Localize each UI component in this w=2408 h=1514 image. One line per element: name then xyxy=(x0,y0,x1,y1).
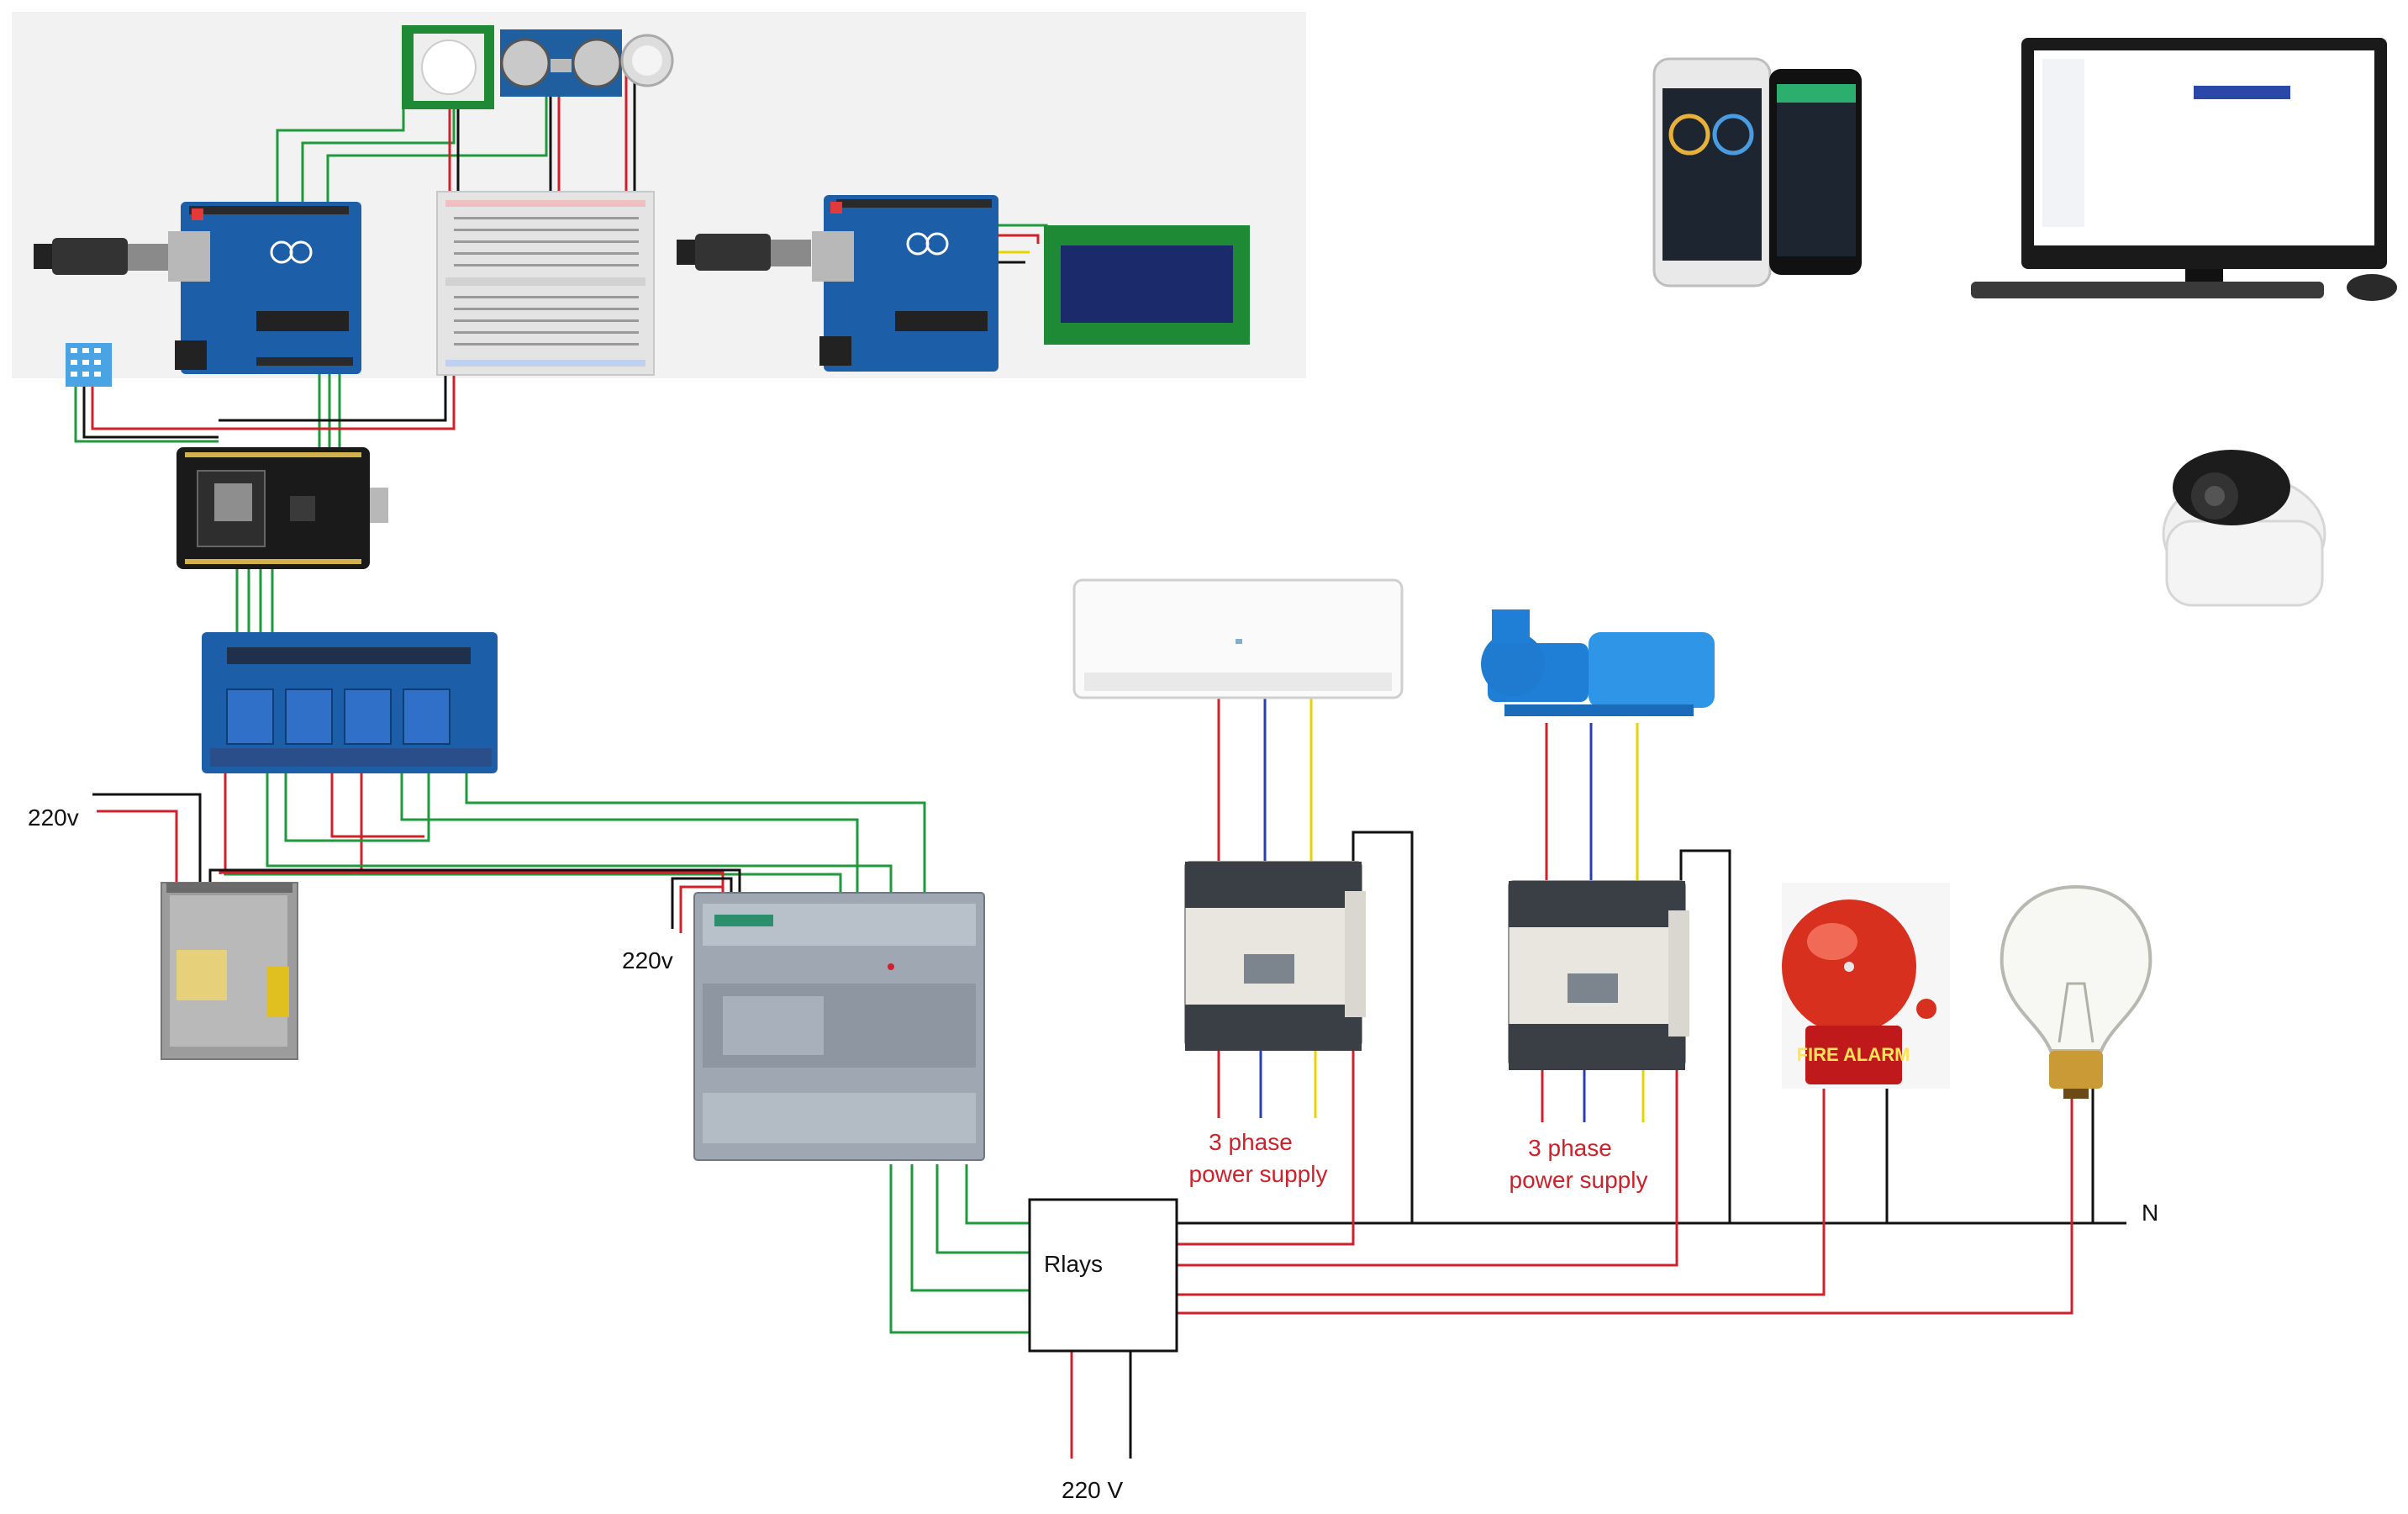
pir-sensor xyxy=(402,25,494,109)
water-pump xyxy=(1481,609,1715,716)
label-neutral: N xyxy=(2142,1200,2158,1226)
usb-cable-left xyxy=(34,238,168,275)
relays-box xyxy=(1028,1198,1178,1353)
label-pump-supply-line2: power supply xyxy=(1510,1167,1648,1193)
arduino-uno-left xyxy=(168,202,361,374)
flame-sensor xyxy=(620,34,674,87)
smartphones xyxy=(1652,57,1862,288)
label-220v-plc: 220v xyxy=(622,947,673,973)
ultrasonic-sensor xyxy=(500,29,622,97)
wiring-loads xyxy=(1177,698,2126,1315)
label-pump-supply-line1: 3 phase xyxy=(1528,1135,1612,1161)
relay-module-4ch xyxy=(202,632,498,773)
lcd-display xyxy=(1044,225,1250,345)
air-conditioner xyxy=(1072,578,1404,699)
usb-cable-right xyxy=(677,234,811,271)
fire-alarm-bell xyxy=(1782,883,1950,1089)
nodemcu-board xyxy=(177,447,388,569)
power-supply-unit xyxy=(161,882,298,1060)
breadboard xyxy=(436,191,655,376)
security-camera xyxy=(2162,450,2326,607)
label-220v-bottom: 220 V xyxy=(1062,1477,1123,1503)
arduino-uno-right xyxy=(812,195,999,372)
dht-sensor xyxy=(66,343,112,387)
fire-alarm-text: FIRE ALARM xyxy=(1797,1044,1910,1065)
desktop-computer xyxy=(1971,38,2397,301)
contactor-ac xyxy=(1184,861,1366,1051)
siemens-plc xyxy=(693,892,985,1161)
label-ac-supply-line2: power supply xyxy=(1189,1161,1328,1187)
relays-box-label: Rlays xyxy=(1044,1251,1103,1277)
wiring-power-plc xyxy=(92,769,1132,1459)
label-ac-supply-line1: 3 phase xyxy=(1209,1129,1293,1155)
label-220v-left: 220v xyxy=(28,804,79,831)
light-bulb xyxy=(2000,884,2152,1099)
contactor-pump xyxy=(1508,880,1689,1070)
